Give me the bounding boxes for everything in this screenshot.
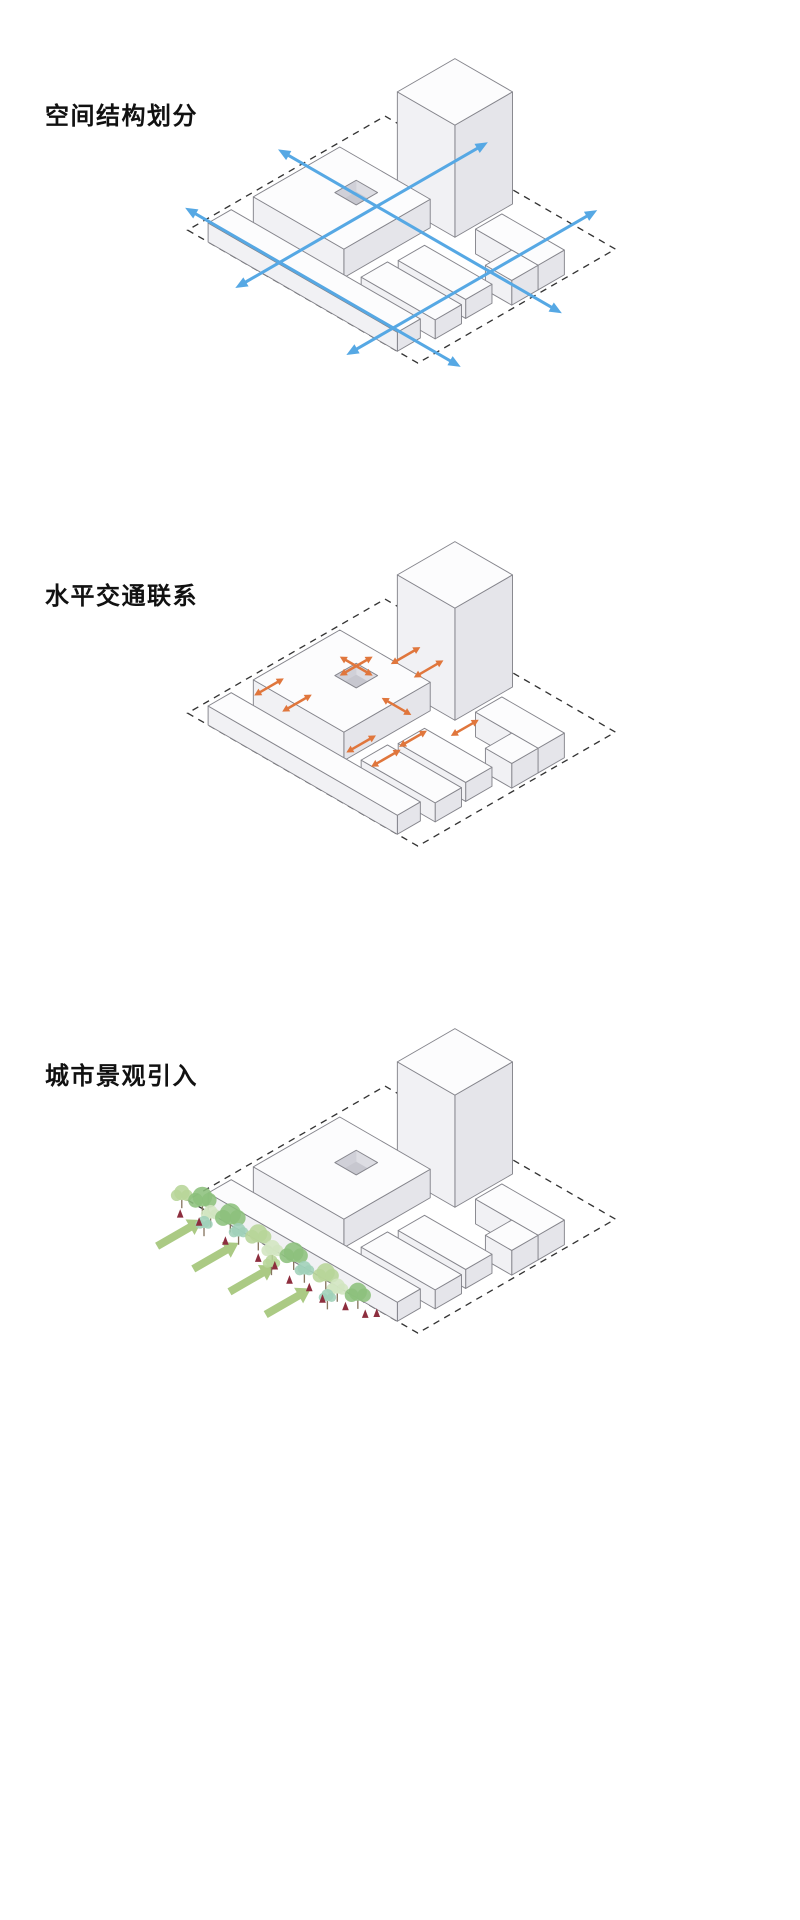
building-bar-long [207,209,421,352]
isometric-scene-urban-landscape [155,1028,617,1334]
axis-arrow [235,142,488,289]
link-arrow [346,735,376,753]
link-arrow [371,749,401,767]
link-arrow [254,678,284,696]
shrub [305,1282,313,1292]
tree [261,1240,284,1264]
isometric-scene-spatial-structure [185,58,617,367]
shrub [373,1308,381,1317]
site-boundary-dashed [186,1085,617,1334]
scene-root [155,1028,617,1334]
shrub [342,1301,349,1311]
panel-title-spatial-structure: 空间结构划分 [45,103,198,130]
building-l-block-b [484,249,539,306]
link-arrow [398,730,427,747]
landscape-arrow [191,1242,239,1273]
building-bar-long [207,692,421,835]
tree [344,1282,371,1309]
link-arrow [450,719,479,736]
landscape-arrow [227,1264,275,1296]
shrub [176,1209,184,1218]
axis-arrow [346,210,598,356]
shrub [319,1294,326,1303]
link-arrow [339,656,373,676]
shrub [286,1275,293,1284]
building-podium [252,1116,431,1249]
site-boundary-dashed [186,115,617,364]
scene-root [185,58,617,367]
shrub [222,1236,229,1245]
tree [294,1260,315,1283]
link-arrow [381,697,412,715]
building-l-block-b [484,732,539,789]
site-boundary-dashed [186,598,617,847]
shrub [195,1217,203,1226]
shrub [254,1253,262,1262]
link-arrow [282,694,312,712]
tree [188,1186,217,1215]
link-arrow [390,647,421,665]
scene-root [186,541,617,847]
shrub [361,1309,369,1318]
isometric-scene-horizontal-links [186,541,617,847]
tree [245,1224,272,1251]
tree [279,1242,308,1270]
tree [215,1203,246,1233]
building-l-block-b [484,1219,539,1276]
panel-title-horizontal-links: 水平交通联系 [45,583,198,610]
shrub [271,1260,279,1270]
tree [170,1184,193,1209]
building-tower [396,58,513,238]
link-arrow [413,660,444,678]
landscape-arrow [155,1219,203,1250]
tree [326,1278,349,1302]
panel-title-urban-landscape: 城市景观引入 [45,1063,198,1090]
landscape-arrow [263,1287,311,1318]
